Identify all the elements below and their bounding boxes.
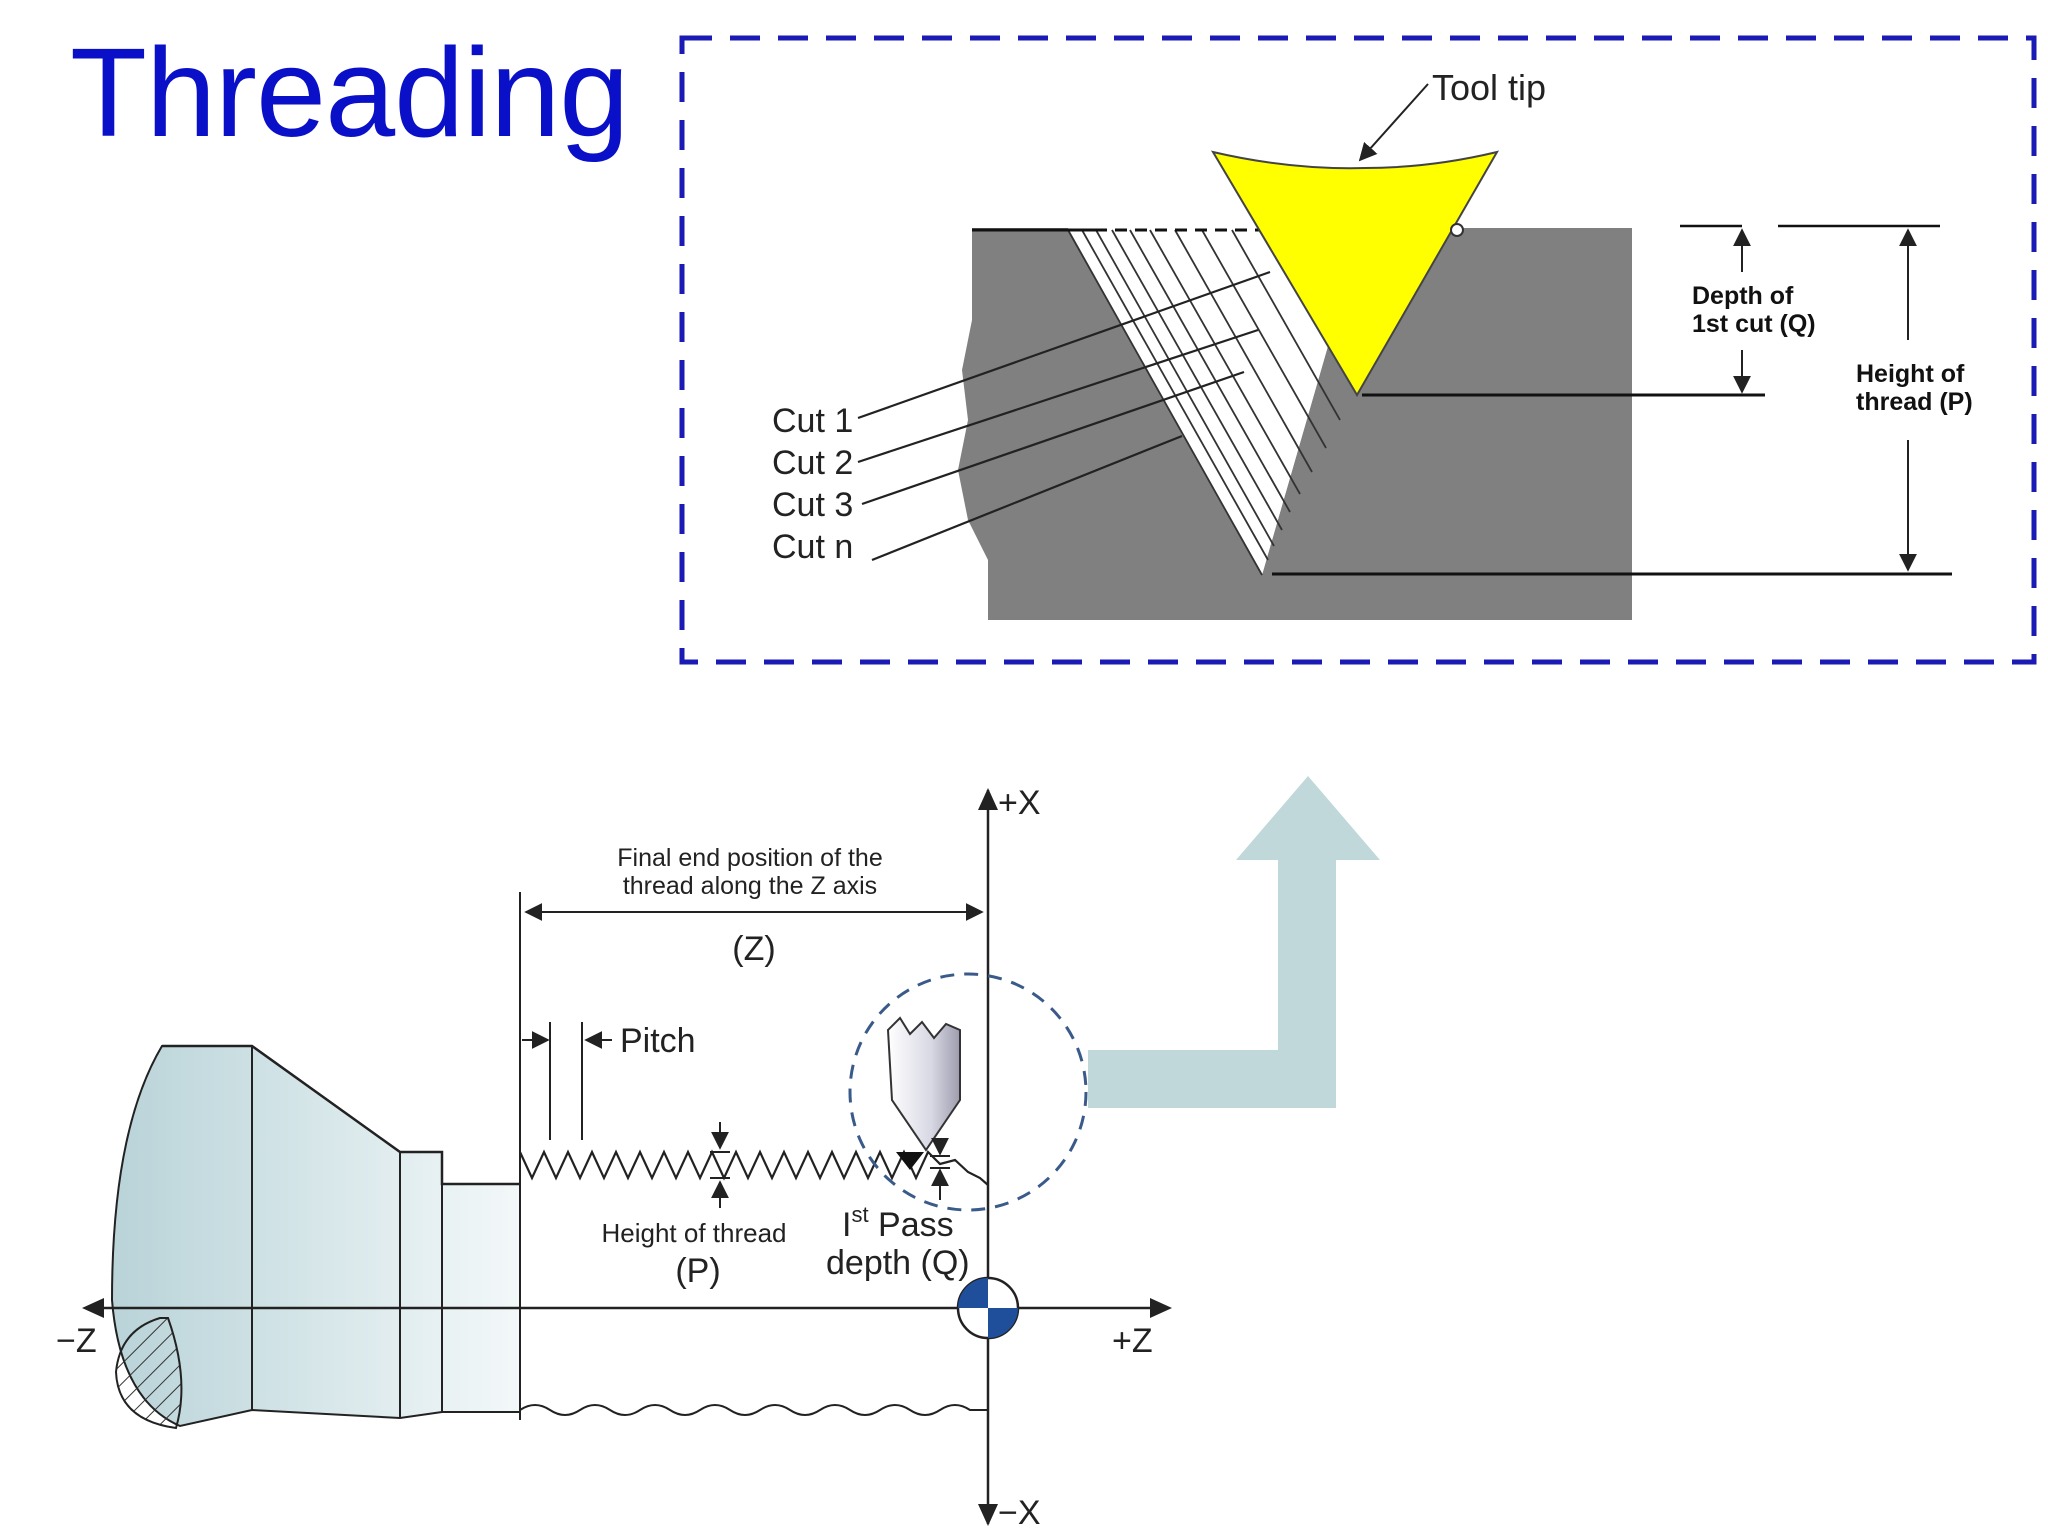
plus-x-label: +X [998, 784, 1041, 822]
height-of-thread-label: Height of thread [601, 1218, 786, 1248]
minus-x-label: −X [998, 1494, 1041, 1532]
height-of-thread-label-1: Height of [1856, 360, 1965, 388]
depth-first-cut-label-2: 1st cut (Q) [1692, 310, 1816, 338]
cut-leader-n [871, 434, 1183, 562]
inset-border [679, 35, 2037, 665]
tool-cut-notch [896, 1152, 924, 1170]
cut-label-3: Cut 3 [772, 486, 853, 524]
detail-callout-circle [848, 972, 1088, 1212]
lathe-diagram: +X −X +Z −Z Final end position of the th… [56, 784, 1172, 1532]
x-axis-arrow-bottom [978, 1504, 998, 1526]
x-axis-arrow-top [978, 788, 998, 810]
z-axis-arrow-left [82, 1298, 104, 1318]
tool-tip-label: Tool tip [1432, 67, 1546, 108]
plus-z-label: +Z [1112, 1322, 1153, 1360]
first-pass-prefix: I [842, 1206, 851, 1244]
cut-label-1: Cut 1 [772, 402, 853, 440]
slide-title: Threading [70, 22, 629, 163]
first-pass-suffix: Pass [869, 1206, 954, 1244]
depth-first-cut-label-1: Depth of [1692, 282, 1794, 310]
tool-tip-leader [1358, 83, 1429, 162]
cut-label-n: Cut n [772, 528, 853, 566]
cut-leader-1 [857, 270, 1271, 420]
z-dim-label: (Z) [732, 930, 775, 968]
minus-z-label: −Z [56, 1322, 97, 1360]
height-of-thread-symbol: (P) [675, 1252, 720, 1290]
cut-leader-2 [857, 328, 1259, 464]
first-pass-depth-label: depth (Q) [826, 1244, 970, 1282]
first-pass-label: Ist Pass [842, 1202, 954, 1244]
pitch-label: Pitch [620, 1022, 696, 1060]
thread-profile-bottom [519, 1404, 988, 1416]
workpiece-body [110, 1045, 521, 1428]
cut-leader-3 [861, 370, 1245, 506]
tool-tip-insert [1210, 150, 1500, 397]
final-end-label-2: thread along the Z axis [623, 872, 877, 900]
cut-labels: Cut 1 Cut 2 Cut 3 Cut n [772, 270, 1271, 566]
cut-region [1068, 228, 1362, 575]
detail-inset: Tool tip Cut 1 Cut 2 Cut 3 Cut n Depth o… [679, 35, 2037, 665]
first-pass-sup: st [851, 1202, 868, 1227]
connector-arrow [1088, 776, 1380, 1108]
section-hatch [114, 1317, 183, 1430]
threading-tool [886, 1016, 961, 1152]
tool-reference-dot [1450, 223, 1464, 237]
cut-lines [1067, 229, 1341, 576]
workpiece-outline-top [162, 1044, 520, 1186]
z-axis-arrow-right [1150, 1298, 1172, 1318]
height-of-thread-label-2: thread (P) [1856, 388, 1973, 416]
origin-marker [956, 1276, 1020, 1340]
cut-label-2: Cut 2 [772, 444, 853, 482]
final-end-label-1: Final end position of the [617, 844, 882, 872]
